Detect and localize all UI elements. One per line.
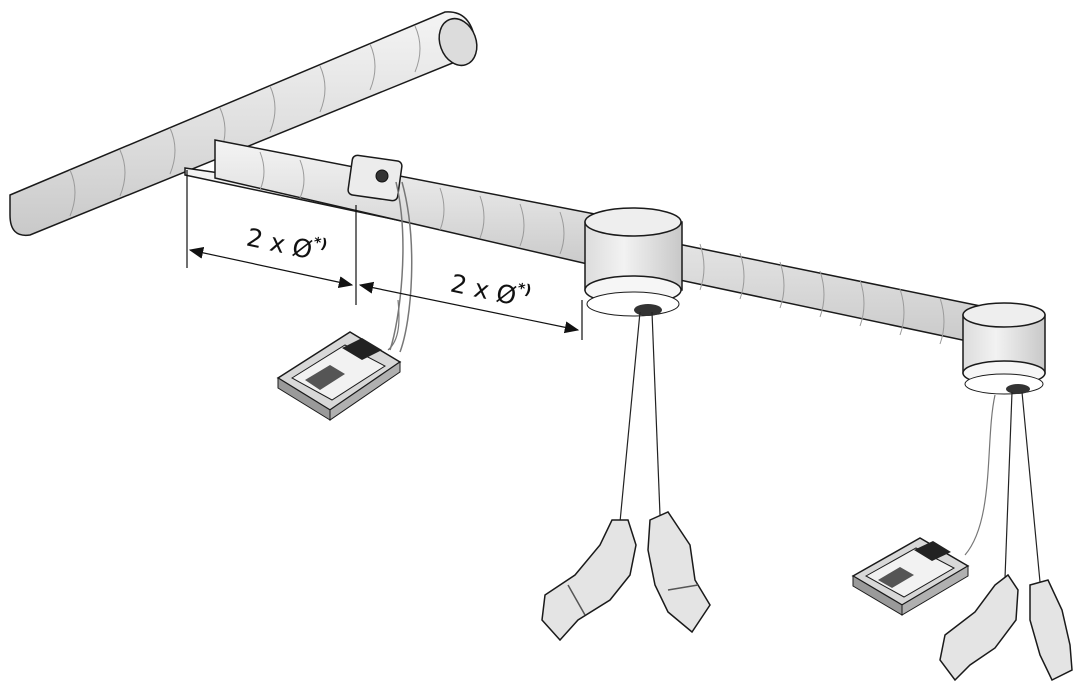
hand-left-2: [939, 573, 1019, 682]
hand-left-1: [541, 519, 637, 642]
handheld-meter-2: [851, 394, 996, 616]
dimension-lines: [186, 170, 583, 340]
main-duct: [9, 11, 478, 237]
hand-right-1: [647, 511, 711, 634]
hand-right-2: [1029, 579, 1073, 682]
pull-cords-1: [619, 311, 661, 523]
pull-cords-2: [1004, 391, 1041, 583]
measuring-port: [347, 154, 413, 353]
capture-hood-2: [962, 302, 1046, 395]
capture-hood-1: [584, 207, 683, 317]
handheld-meter-1: [276, 299, 402, 421]
